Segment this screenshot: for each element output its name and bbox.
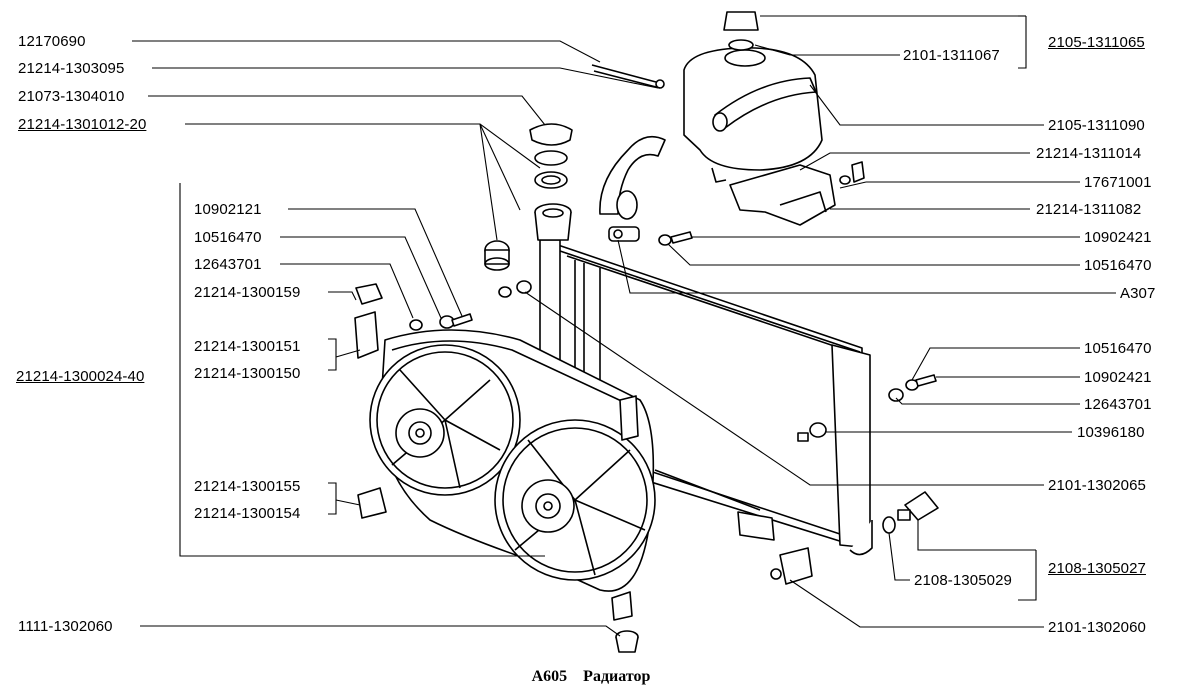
label-10902121: 10902121 (194, 201, 262, 218)
label-1111-1302060: 1111-1302060 (18, 618, 113, 635)
label-21214-1300151: 21214-1300151 (194, 338, 301, 355)
label-21214-1300159: 21214-1300159 (194, 284, 301, 301)
fan-left (369, 344, 521, 496)
label-21214-1300150: 21214-1300150 (194, 365, 301, 382)
leader-lines (132, 15, 1116, 637)
diagram-caption: А605 Радиатор (0, 668, 1182, 686)
label-21214-1301012-20: 21214-1301012-20 (18, 116, 147, 133)
radiator-plug (484, 240, 510, 271)
label-21214-1300024-40: 21214-1300024-40 (16, 368, 145, 385)
fan-right (494, 419, 656, 581)
label-2101-1302065: 2101-1302065 (1048, 477, 1146, 494)
label-2101-1311067: 2101-1311067 (903, 47, 1000, 64)
label-10902421-top: 10902421 (1084, 229, 1152, 246)
fasteners-small (409, 226, 937, 442)
label-2105-1311090: 2105-1311090 (1048, 117, 1145, 134)
label-10902421-right: 10902421 (1084, 369, 1152, 386)
label-2108-1305029: 2108-1305029 (914, 572, 1012, 589)
label-2108-1305027: 2108-1305027 (1048, 560, 1146, 577)
radiator-hose (599, 135, 666, 220)
label-10516470-left: 10516470 (194, 229, 262, 246)
lower-mount-parts (654, 469, 813, 585)
radiator-filler-neck (534, 203, 572, 241)
label-21073-1304010: 21073-1304010 (18, 88, 125, 105)
label-21214-1300155: 21214-1300155 (194, 478, 301, 495)
caption-title: Радиатор (583, 668, 651, 685)
tank-bracket (729, 161, 865, 226)
label-21214-1311082: 21214-1311082 (1036, 201, 1142, 218)
label-12170690: 12170690 (18, 33, 86, 50)
expansion-tank (683, 47, 823, 183)
label-2101-1302060: 2101-1302060 (1048, 619, 1146, 636)
label-10516470-top: 10516470 (1084, 257, 1152, 274)
label-12643701-right: 12643701 (1084, 396, 1152, 413)
label-21214-1311014: 21214-1311014 (1036, 145, 1142, 162)
label-10396180: 10396180 (1077, 424, 1145, 441)
drain-plug (882, 491, 939, 534)
mount-bushing (615, 630, 639, 653)
shroud-brackets (354, 283, 639, 621)
tank-cap (723, 11, 759, 51)
label-17671001: 17671001 (1084, 174, 1152, 191)
cable-tie (591, 64, 665, 89)
label-a307: А307 (1120, 285, 1156, 302)
label-10516470-right: 10516470 (1084, 340, 1152, 357)
caption-code: А605 (531, 668, 568, 685)
label-2105-1311065: 2105-1311065 (1048, 34, 1145, 51)
label-21214-1303095: 21214-1303095 (18, 60, 125, 77)
filler-cap (529, 123, 573, 189)
label-21214-1300154: 21214-1300154 (194, 505, 301, 522)
label-12643701-left: 12643701 (194, 256, 262, 273)
